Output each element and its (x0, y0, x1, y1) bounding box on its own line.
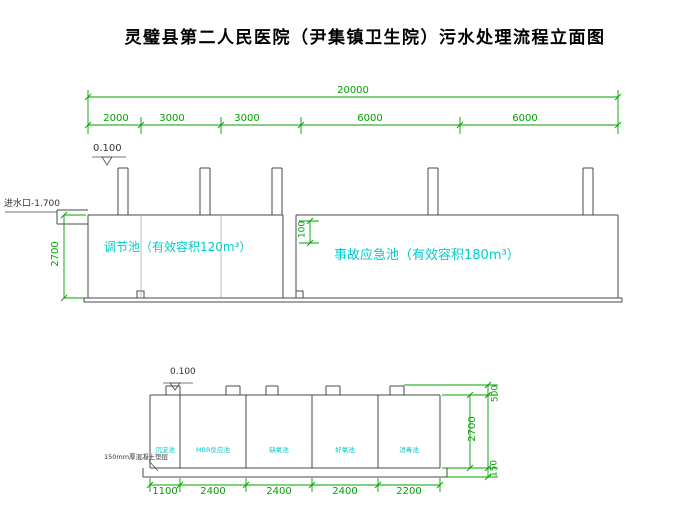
dim-total-width: 20000 (337, 85, 369, 96)
compartment-label-5: 消毒池 (399, 446, 419, 454)
tank-regulating-label: 调节池（有效容积120m³） (104, 240, 252, 254)
compartment-label-3: 缺氧池 (269, 446, 289, 454)
dim-segment-3: 3000 (234, 113, 260, 124)
concrete-note: 150mm厚混凝土垫层 (104, 453, 169, 461)
inlet-label: 进水口-1.700 (4, 199, 61, 209)
dim-wall-gap: 100 (297, 220, 308, 239)
dim-right-height-3: 150 (489, 459, 500, 478)
dim-compartment-width-4: 2400 (332, 486, 358, 497)
dim-segment-4: 6000 (357, 113, 383, 124)
dim-segment-2: 3000 (159, 113, 185, 124)
dim-segment-5: 6000 (512, 113, 538, 124)
compartment-label-1: 沉淀池 (155, 446, 175, 454)
dim-tank-height: 2700 (50, 241, 61, 267)
dim-compartment-width-5: 2200 (396, 486, 422, 497)
drawing-title: 灵璧县第二人民医院（尹集镇卫生院）污水处理流程立面图 (124, 28, 606, 48)
compartment-label-2: MBR反应池 (195, 446, 231, 454)
dim-segment-1: 2000 (103, 113, 129, 124)
dim-right-height-1: 500 (490, 384, 501, 403)
dim-right-height-2: 2700 (467, 416, 478, 442)
tank-emergency-label: 事故应急池（有效容积180m³） (334, 248, 520, 263)
compartment-label-4: 好氧池 (335, 446, 355, 454)
dim-compartment-width-2: 2400 (200, 486, 226, 497)
top-level-mark-label: 0.100 (93, 143, 122, 154)
dim-compartment-width-3: 2400 (266, 486, 292, 497)
bottom-level-mark-label: 0.100 (170, 367, 196, 377)
dim-compartment-width-1: 1100 (152, 486, 178, 497)
